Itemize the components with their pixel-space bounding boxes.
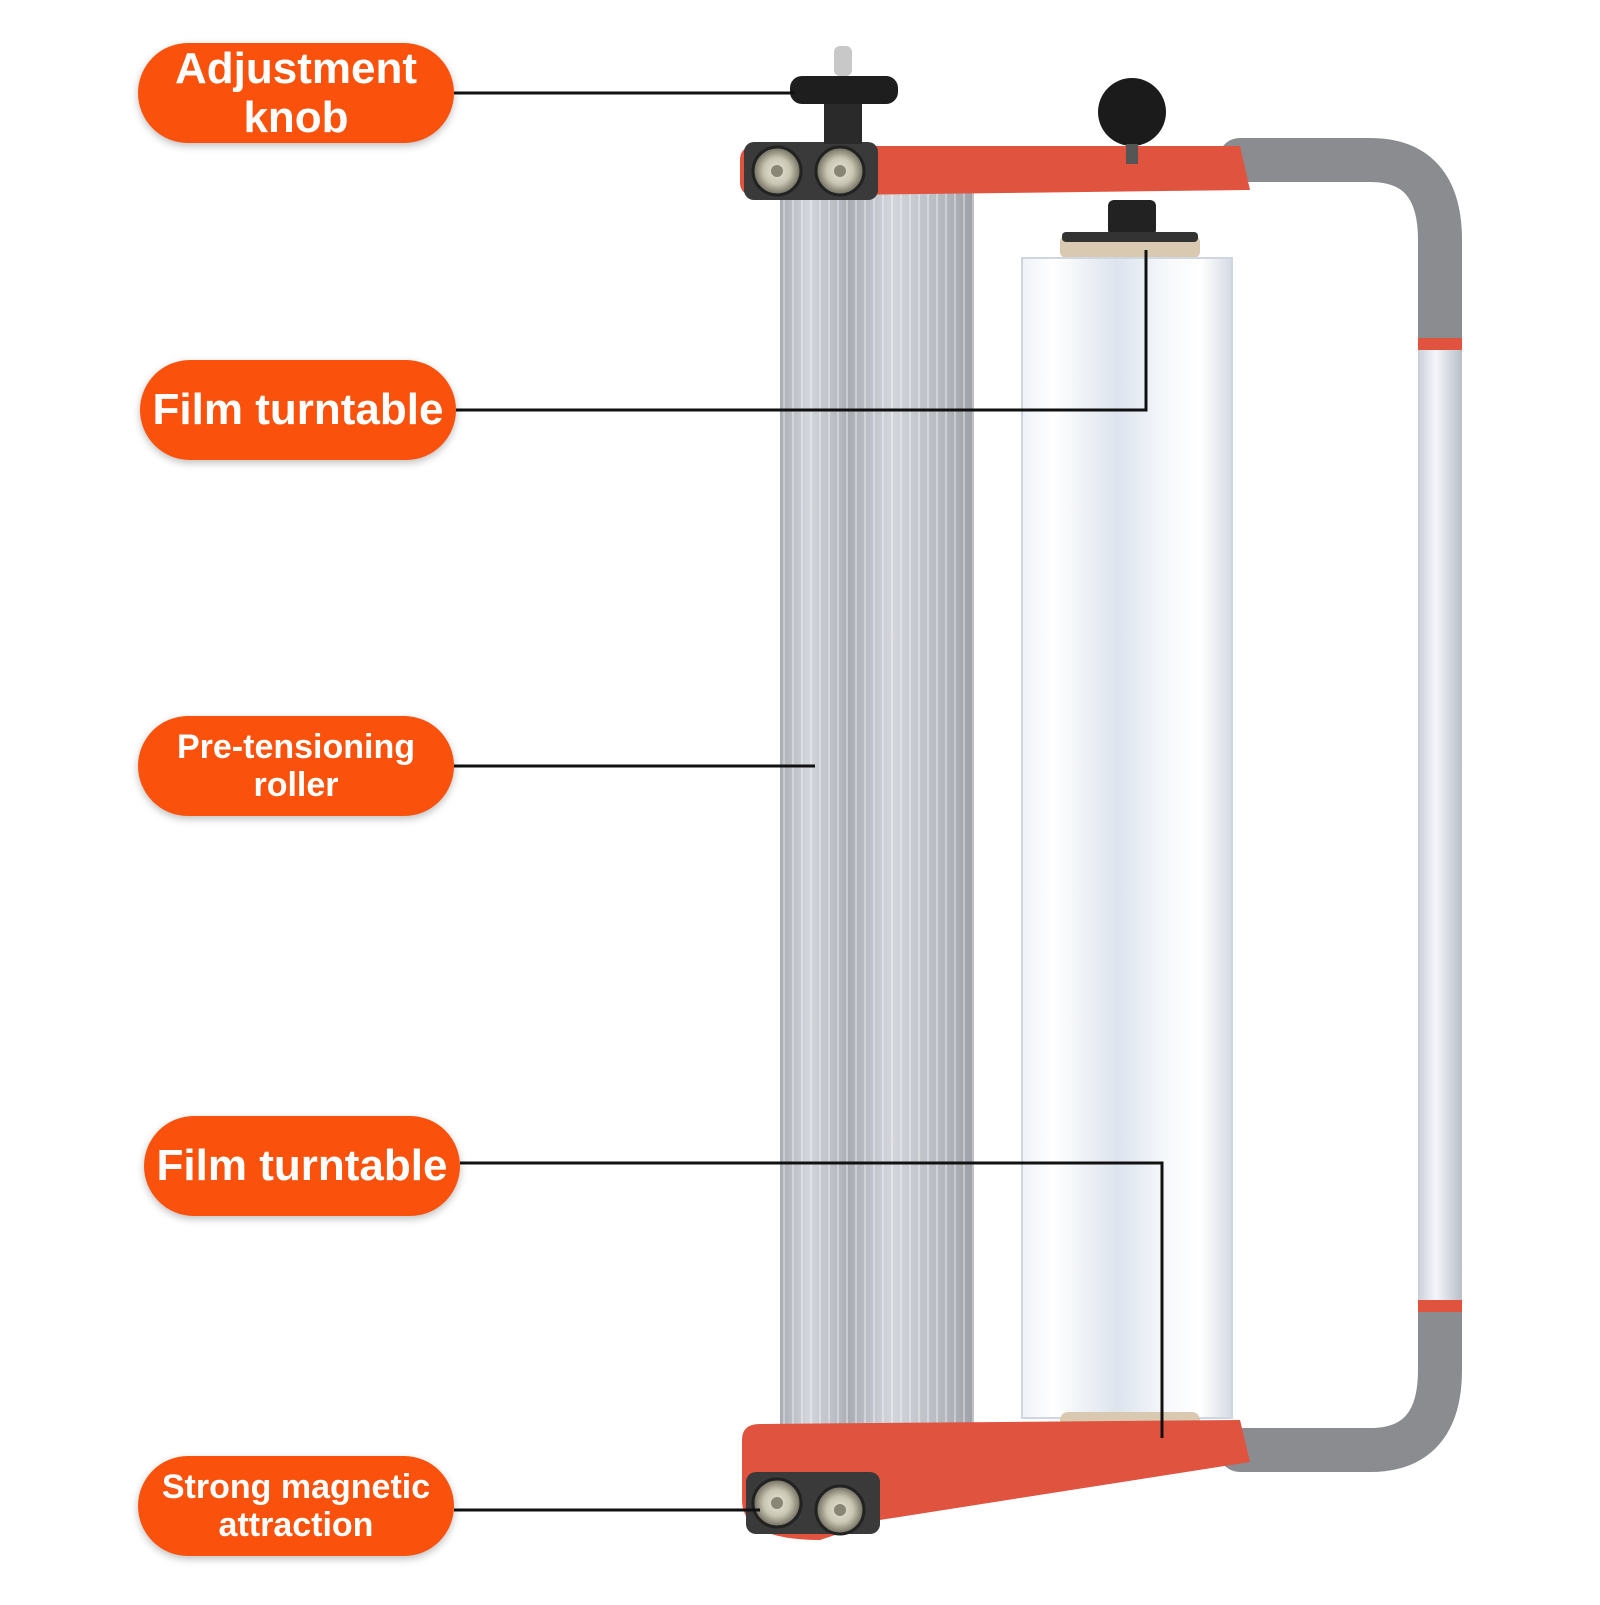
label-pre-tensioning-roller: Pre-tensioning roller (138, 716, 454, 816)
label-film-turntable-top-text: Film turntable (152, 385, 444, 435)
turntable-knob-icon (1062, 78, 1198, 242)
top-frame-arm (740, 142, 1250, 200)
bottom-frame-arm (742, 1420, 1250, 1540)
frame-handle (1218, 138, 1462, 1472)
label-adjustment-knob: Adjustment knob (138, 43, 454, 143)
label-film-turntable-top: Film turntable (140, 360, 456, 460)
leader-film-turntable-top (456, 250, 1148, 412)
label-adjustment-knob-text: Adjustment knob (175, 43, 417, 142)
label-pre-tensioning-roller-text: Pre-tensioning roller (176, 727, 416, 804)
adjustment-knob-icon (790, 46, 898, 144)
leader-lines (454, 91, 1164, 1512)
leader-film-turntable-bottom (460, 1161, 1164, 1438)
film-roll (1021, 236, 1233, 1438)
pre-tensioning-rollers (780, 190, 974, 1450)
label-strong-magnetic-attraction: Strong magnetic attraction (138, 1456, 454, 1556)
label-film-turntable-bottom-text: Film turntable (156, 1141, 448, 1191)
label-strong-magnetic-attraction-text: Strong magnetic attraction (161, 1467, 431, 1544)
label-film-turntable-bottom: Film turntable (144, 1116, 460, 1216)
